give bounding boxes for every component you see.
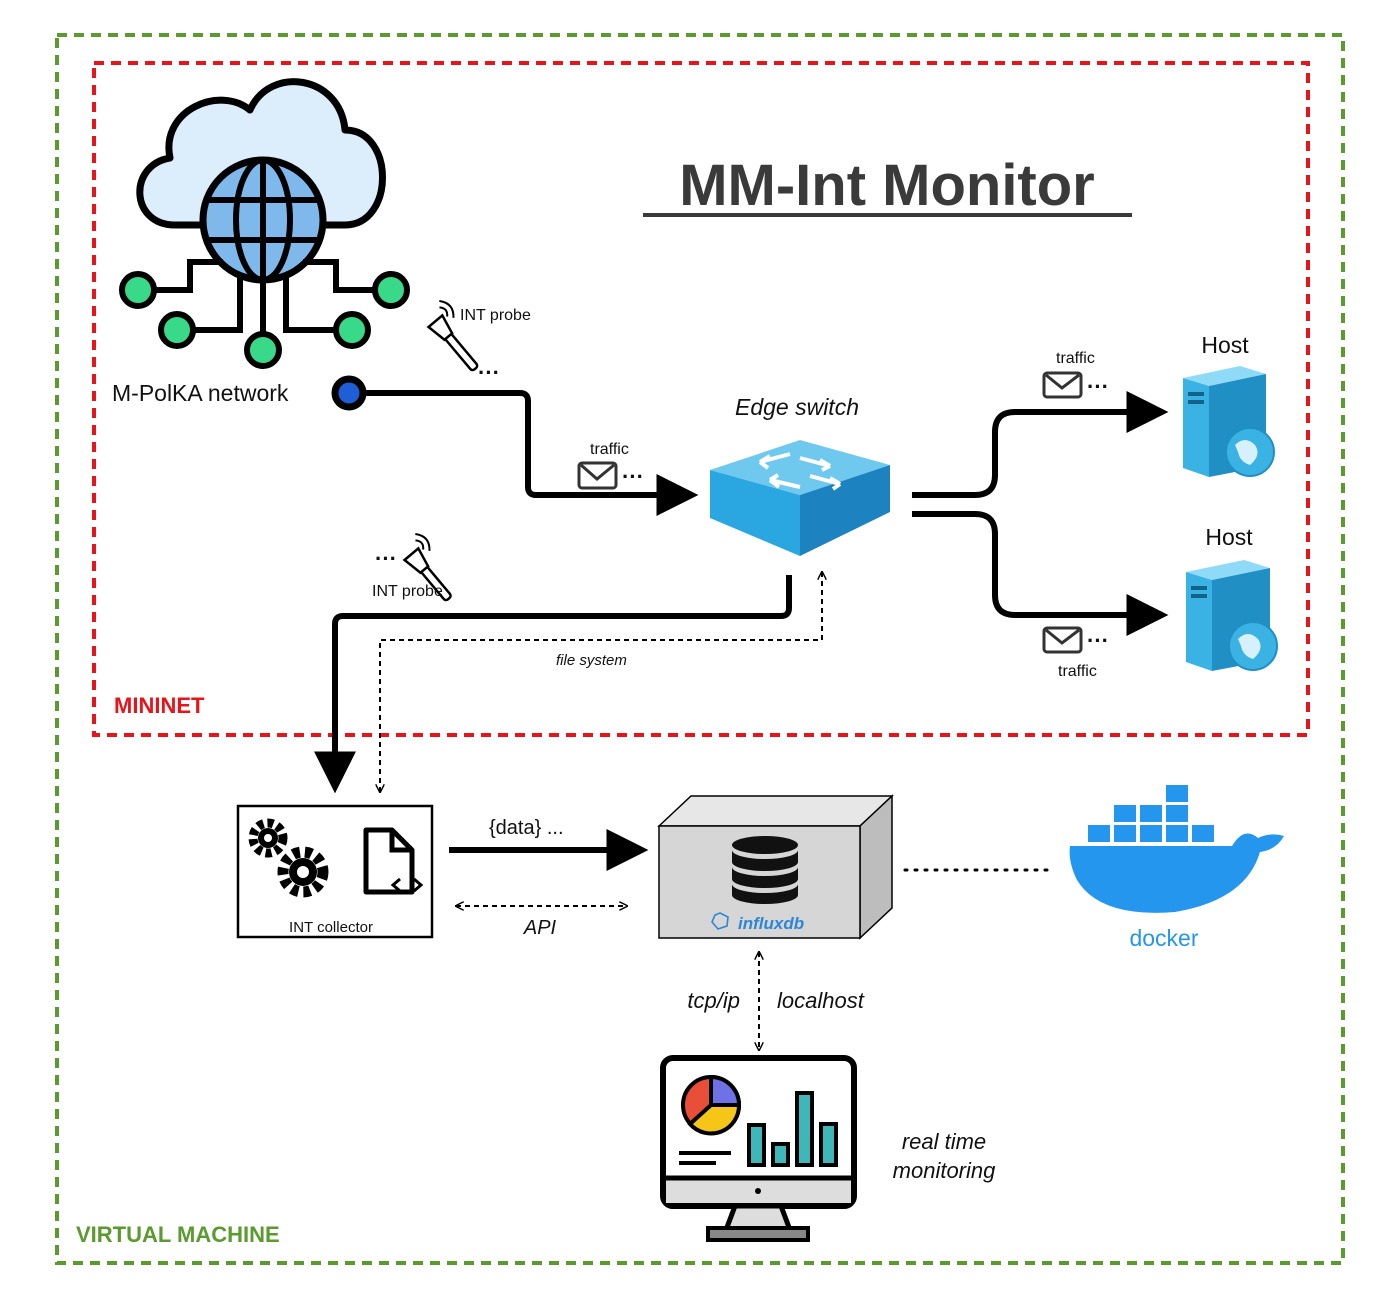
- switch-to-host-bottom-link: [912, 511, 1169, 636]
- mail-icon: [1042, 371, 1083, 399]
- network-switch-icon: [710, 440, 890, 556]
- api-label: API: [523, 917, 557, 939]
- database-icon: [732, 836, 798, 904]
- traffic-host-bottom-label: traffic: [1058, 663, 1097, 680]
- int-collector-label: INT collector: [289, 919, 373, 936]
- probe-top-dots: ···: [478, 360, 500, 385]
- localhost-label: localhost: [777, 988, 865, 1013]
- mail-icon: [1042, 626, 1083, 654]
- network-port-node: [331, 375, 367, 411]
- tcp-ip-label: tcp/ip: [687, 988, 740, 1013]
- influxdb-label: influxdb: [738, 914, 804, 933]
- traffic-host-top-label: traffic: [1056, 350, 1095, 367]
- mininet-label: MININET: [114, 693, 205, 718]
- server-globe-icon: [1183, 366, 1275, 477]
- traffic-dots: ···: [622, 464, 644, 489]
- int-probe-bottom-label: INT probe: [372, 583, 443, 600]
- traffic-dots: ···: [1087, 628, 1109, 653]
- gears-icon: [248, 818, 329, 898]
- mpolka-network-label: M-PolKA network: [112, 380, 289, 406]
- virtual-machine-label: VIRTUAL MACHINE: [76, 1222, 280, 1247]
- server-globe-icon: [1186, 560, 1278, 671]
- mail-icon: [577, 461, 618, 490]
- network-to-switch-link: [360, 390, 699, 516]
- traffic-dots: ···: [1087, 374, 1109, 399]
- file-system-label: file system: [556, 652, 627, 669]
- edge-switch-label: Edge switch: [735, 394, 859, 420]
- host-top-label: Host: [1201, 332, 1249, 358]
- data-flow-label: {data} ...: [489, 817, 564, 839]
- probe-top-icon: [426, 299, 479, 372]
- host-bottom-label: Host: [1205, 524, 1253, 550]
- file-system-link: [380, 572, 822, 792]
- real-time-label-line2: monitoring: [893, 1158, 996, 1183]
- docker-whale-icon: [1069, 785, 1284, 913]
- int-probe-top-label: INT probe: [460, 307, 531, 324]
- switch-to-host-top-link: [912, 391, 1169, 498]
- code-file-icon: [363, 827, 424, 895]
- diagram-title: MM-Int Monitor: [679, 153, 1095, 218]
- traffic-to-switch-label: traffic: [590, 441, 629, 458]
- switch-to-collector-link: [314, 575, 792, 794]
- influxdb-logo-icon: [711, 912, 729, 930]
- monitoring-dashboard-icon: [660, 1055, 857, 1242]
- docker-label: docker: [1129, 925, 1198, 951]
- mininet-region: [92, 61, 1310, 737]
- cloud-network-icon: [119, 78, 410, 369]
- real-time-label-line1: real time: [902, 1129, 986, 1154]
- probe-bottom-dots: ···: [375, 546, 397, 571]
